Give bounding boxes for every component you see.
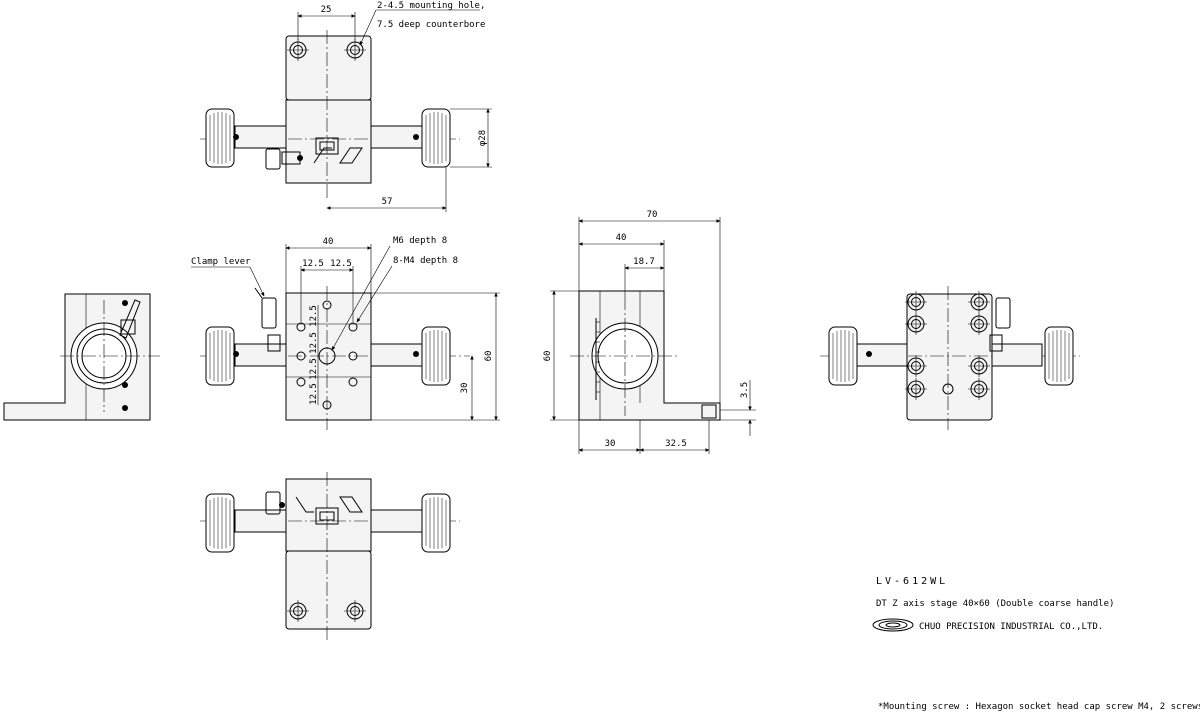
front-left-knob: [205, 326, 235, 386]
bottom-right-knob: [421, 493, 451, 553]
rear-right-knob: [1044, 326, 1074, 386]
bottom-left-knob: [205, 493, 235, 553]
dim-front-60: 60: [484, 351, 494, 362]
dim-front-12-5-b: 12.5: [330, 259, 352, 269]
dim-front-30: 30: [460, 383, 470, 394]
dim-side-70: 70: [647, 210, 658, 220]
rear-left-knob: [828, 326, 858, 386]
dim-side-60: 60: [543, 351, 553, 362]
clamp-lever-label: Clamp lever: [191, 257, 251, 267]
company-name: CHUO PRECISION INDUSTRIAL CO.,LTD.: [919, 622, 1103, 632]
top-view: 25 2-4.5 mounting hole, 7.5 deep counter…: [200, 1, 492, 212]
side-view: 70 40 18.7 60 30 32.5 3.5: [543, 210, 756, 454]
dim-top-25: 25: [321, 5, 332, 15]
dim-front-12-5-a: 12.5: [302, 259, 324, 269]
dim-top-57: 57: [382, 197, 393, 207]
dim-side-3-5: 3.5: [740, 382, 750, 398]
rear-view: [820, 286, 1080, 430]
m6-note: M6 depth 8: [393, 236, 447, 246]
dim-side-30: 30: [605, 439, 616, 449]
dim-front-v12-5-d: 12.5: [309, 383, 319, 405]
dim-front-v12-5-a: 12.5: [309, 305, 319, 327]
dim-front-40: 40: [323, 237, 334, 247]
dim-side-40: 40: [616, 233, 627, 243]
dim-front-v12-5-c: 12.5: [309, 358, 319, 380]
dim-side-32-5: 32.5: [665, 439, 687, 449]
left-knob: [205, 108, 235, 168]
left-side-view: [3, 293, 160, 421]
front-right-knob: [421, 326, 451, 386]
dim-front-v12-5-b: 12.5: [309, 332, 319, 354]
model-description: DT Z axis stage 40×60 (Double coarse han…: [876, 599, 1114, 609]
dim-phi28: φ28: [478, 130, 488, 146]
right-knob: [421, 108, 451, 168]
mounting-hole-note-1: 2-4.5 mounting hole,: [377, 1, 485, 11]
model-number: LV-612WL: [876, 576, 948, 587]
m4-note: 8-M4 depth 8: [393, 256, 458, 266]
bottom-view: [200, 472, 460, 640]
title-block: LV-612WL DT Z axis stage 40×60 (Double c…: [872, 576, 1114, 632]
mounting-screw-footnote: *Mounting screw : Hexagon socket head ca…: [878, 702, 1200, 712]
front-view: 40 12.5 12.5 12.5 12.5 12.5 12.5 60 30 C…: [191, 236, 500, 430]
dim-side-18-7: 18.7: [633, 257, 655, 267]
company-logo: [872, 618, 914, 632]
mounting-hole-note-2: 7.5 deep counterbore: [377, 20, 485, 30]
